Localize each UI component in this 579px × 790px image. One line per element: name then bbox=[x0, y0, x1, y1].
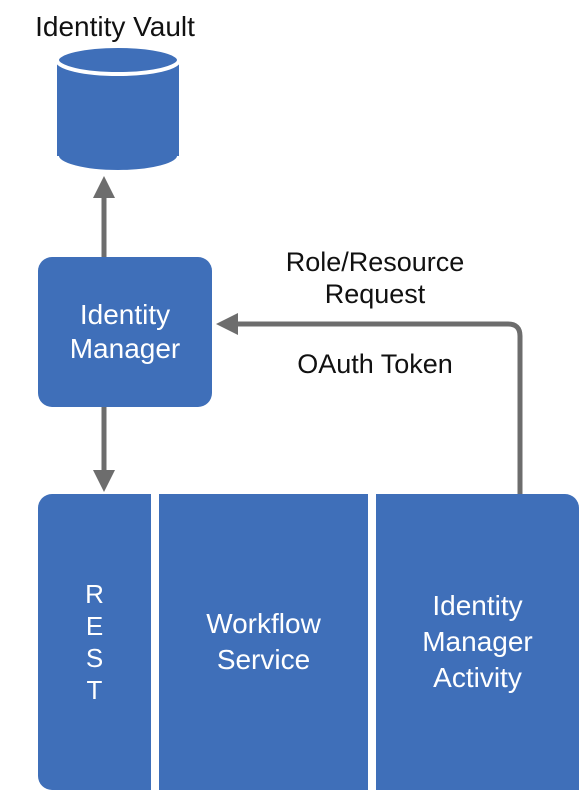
arrow-to-vault bbox=[93, 176, 115, 257]
request-label-line1: Role/Resource bbox=[285, 247, 465, 277]
identity-manager-line1: Identity bbox=[79, 299, 171, 330]
workflow-service-line2: Service bbox=[216, 644, 311, 675]
rest-node: R E S T bbox=[38, 494, 151, 790]
request-label-line2: Request bbox=[324, 279, 426, 309]
activity-line3: Activity bbox=[433, 662, 522, 693]
workflow-service-node: Workflow Service bbox=[159, 494, 368, 790]
activity-line1: Identity bbox=[432, 590, 523, 621]
database-icon bbox=[55, 44, 181, 174]
rest-letter: T bbox=[86, 675, 103, 705]
oauth-token-label: OAuth Token bbox=[297, 349, 453, 379]
rest-letter: R bbox=[85, 579, 104, 609]
workflow-service-line1: Workflow bbox=[206, 608, 321, 639]
rest-letter: E bbox=[85, 611, 104, 641]
identity-vault-title: Identity Vault bbox=[35, 11, 195, 42]
arrow-request-to-manager bbox=[216, 313, 523, 494]
rest-letter: S bbox=[85, 643, 104, 673]
identity-manager-node: Identity Manager bbox=[38, 257, 212, 407]
arrow-to-rest bbox=[93, 407, 115, 492]
activity-line2: Manager bbox=[422, 626, 533, 657]
identity-manager-line2: Manager bbox=[69, 333, 181, 364]
identity-manager-activity-node: Identity Manager Activity bbox=[376, 494, 579, 790]
